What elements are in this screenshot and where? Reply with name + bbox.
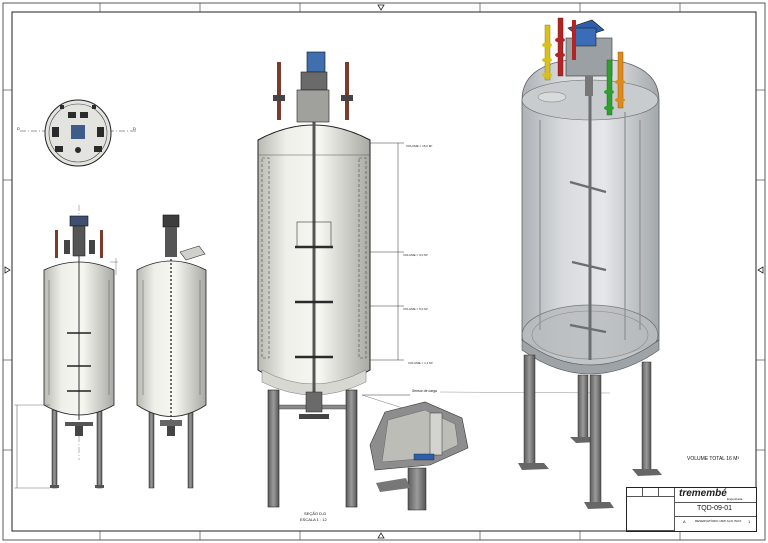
title-block-rev-cell-2 [643,488,659,497]
volume-label-5: VOLUME = 5,0 M³ [403,307,428,311]
side-view-tank-2 [136,214,207,489]
detail-load-cell [361,391,611,511]
volume-label-15: VOLUME = 15,0 M³ [406,144,433,148]
company-logo: tremembé [679,488,727,499]
section-title: SEÇÃO D-D [304,511,327,516]
isometric-view [518,17,662,509]
sensor-label: Sensor de carga [412,389,437,393]
drawing-number: TQD-09-01 [697,505,733,512]
front-view-tank-1 [14,205,118,489]
sheet-letter: A [683,519,686,524]
title-block-rev-cell-1 [627,488,643,497]
title-block-rev-cell-4 [627,497,675,531]
section-scale: ESCALA 1 : 12 [300,517,327,522]
volume-total-label: VOLUME TOTAL 16 M³ [687,456,740,462]
drawing-description: RESERVATÓRIO 16M³ AÇO INOX [695,519,742,523]
section-view-main-tank [257,51,410,508]
sheet-number: 1 [748,519,751,524]
title-divider-2 [675,516,756,517]
volume-label-9: VOLUME = 9,0 M³ [403,253,428,257]
top-view [20,99,136,167]
title-block-rev-cell-3 [659,488,675,497]
company-subtitle: Engenharia [727,497,743,501]
title-block: tremembé Engenharia TQD-09-01 A RESERVAT… [626,487,757,532]
section-marker-right: D [133,126,136,131]
title-divider [675,502,756,503]
section-marker-left: D [17,126,20,131]
volume-label-1: VOLUME = 1,1 M³ [408,361,433,365]
